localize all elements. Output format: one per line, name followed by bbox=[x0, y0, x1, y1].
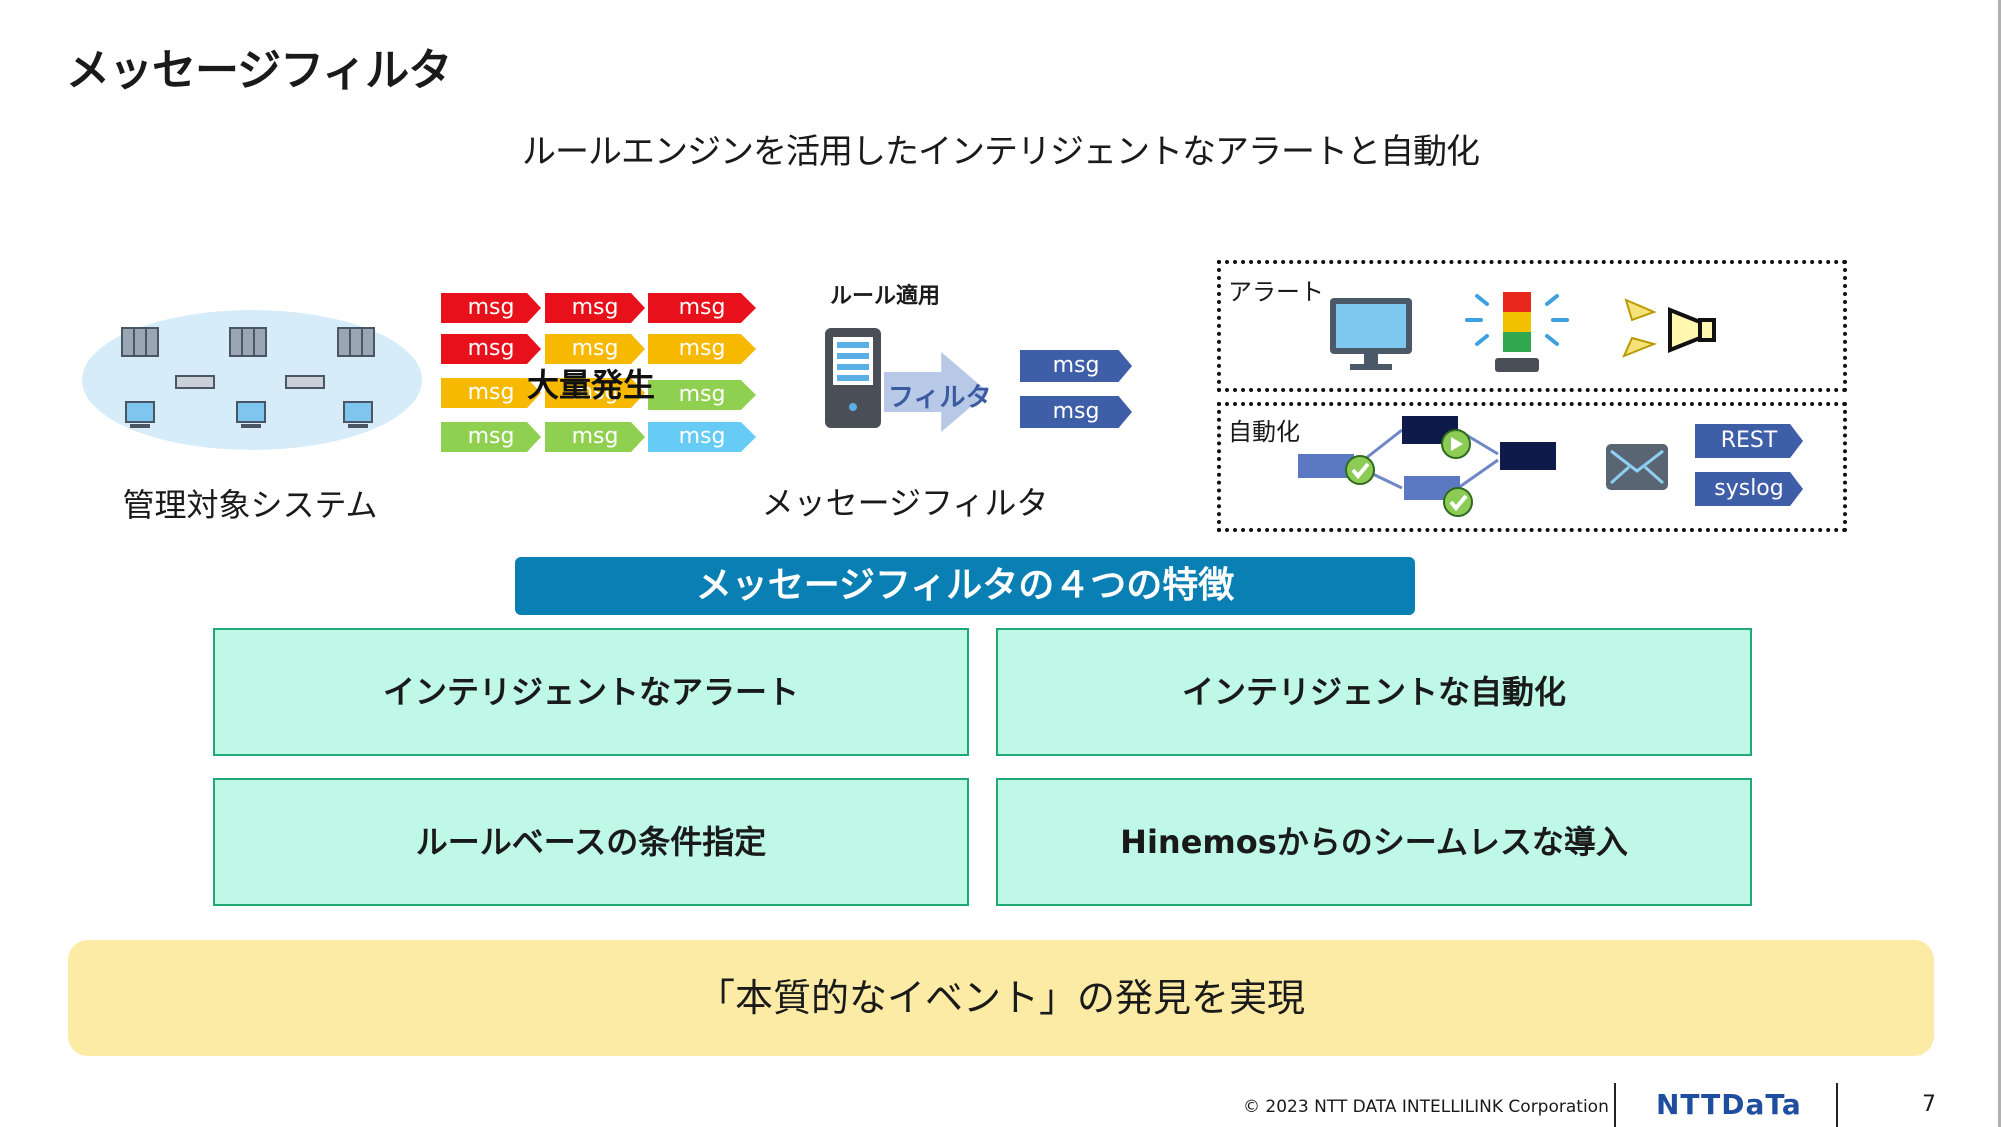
feature-intelligent-automation: インテリジェントな自動化 bbox=[996, 628, 1752, 756]
msg-tag: msg bbox=[441, 334, 541, 364]
workflow-diagram-icon bbox=[1296, 410, 1566, 526]
alert-box bbox=[1217, 260, 1847, 392]
footer-divider bbox=[1614, 1083, 1616, 1127]
burst-label: 大量発生 bbox=[527, 366, 656, 404]
features-header: メッセージフィルタの４つの特徴 bbox=[515, 557, 1415, 615]
pc-icon bbox=[125, 401, 373, 423]
automation-box bbox=[1217, 402, 1847, 532]
signal-tower-icon bbox=[1465, 288, 1569, 380]
msg-tag: msg bbox=[545, 378, 645, 408]
automation-label: 自動化 bbox=[1228, 418, 1300, 446]
network-device-icon bbox=[175, 375, 325, 389]
managed-systems-label: 管理対象システム bbox=[122, 486, 378, 524]
speaker-icon bbox=[1614, 298, 1726, 366]
slide-edge bbox=[1998, 0, 2001, 1127]
msg-tag: msg bbox=[545, 422, 645, 452]
msg-tag: msg bbox=[545, 334, 645, 364]
filtered-msg-tag: msg bbox=[1020, 350, 1132, 382]
page-number: 7 bbox=[1922, 1092, 1936, 1117]
feature-seamless-hinemos: Hinemosからのシームレスな導入 bbox=[996, 778, 1752, 906]
ntt-data-logo: NTTDaTa bbox=[1656, 1088, 1802, 1121]
conclusion-banner: 「本質的なイベント」の発見を実現 bbox=[68, 940, 1934, 1056]
msg-tag: msg bbox=[441, 422, 541, 452]
monitor-icon bbox=[1328, 296, 1414, 376]
slide-title: メッセージフィルタ bbox=[66, 45, 452, 96]
feature-rule-based-conditions: ルールベースの条件指定 bbox=[213, 778, 969, 906]
msg-tag: msg bbox=[441, 293, 541, 323]
slide-subtitle: ルールエンジンを活用したインテリジェントなアラートと自動化 bbox=[522, 132, 1480, 172]
msg-tag: msg bbox=[648, 334, 756, 364]
rule-apply-label: ルール適用 bbox=[830, 284, 941, 309]
server-icon bbox=[121, 327, 375, 357]
msg-tag: msg bbox=[648, 293, 756, 323]
msg-tag: msg bbox=[441, 378, 541, 408]
msg-tag: msg bbox=[545, 293, 645, 323]
msg-tag: msg bbox=[648, 422, 756, 452]
syslog-tag: syslog bbox=[1695, 472, 1803, 506]
footer-divider bbox=[1836, 1083, 1838, 1127]
copyright: © 2023 NTT DATA INTELLILINK Corporation bbox=[1243, 1097, 1609, 1117]
filtered-msg-tag: msg bbox=[1020, 396, 1132, 428]
msg-tag: msg bbox=[648, 380, 756, 410]
rest-tag: REST bbox=[1695, 424, 1803, 458]
message-filter-label: メッセージフィルタ bbox=[761, 484, 1049, 522]
alert-label: アラート bbox=[1228, 278, 1324, 306]
filter-server-icon bbox=[824, 327, 882, 435]
managed-systems-group bbox=[82, 310, 422, 450]
feature-intelligent-alert: インテリジェントなアラート bbox=[213, 628, 969, 756]
mail-icon bbox=[1605, 443, 1669, 495]
filter-label: フィルタ bbox=[888, 383, 992, 413]
